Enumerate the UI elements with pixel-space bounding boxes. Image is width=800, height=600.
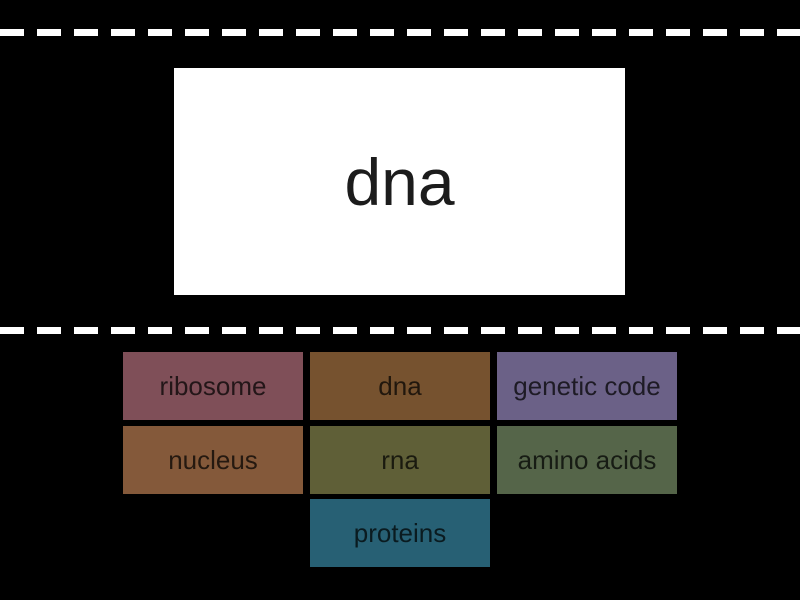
answer-tile-ribosome[interactable]: ribosome [123, 352, 303, 420]
answer-tile-genetic-code[interactable]: genetic code [497, 352, 677, 420]
prompt-text: dna [344, 144, 455, 219]
answer-label: amino acids [517, 444, 657, 475]
answer-label: nucleus [168, 444, 258, 475]
dashed-divider-top [0, 29, 800, 36]
answer-tile-rna[interactable]: rna [310, 426, 490, 494]
answer-tile-amino-acids[interactable]: amino acids [497, 426, 677, 494]
answer-tile-proteins[interactable]: proteins [310, 499, 490, 567]
prompt-card: dna [174, 68, 625, 295]
answer-tile-dna[interactable]: dna [310, 352, 490, 420]
answer-tile-nucleus[interactable]: nucleus [123, 426, 303, 494]
answer-label: proteins [353, 517, 447, 548]
answer-label: rna [381, 444, 419, 475]
answer-label: ribosome [159, 370, 267, 401]
answer-label: dna [378, 370, 422, 401]
dashed-divider-bottom [0, 327, 800, 334]
answer-label: genetic code [513, 370, 661, 401]
